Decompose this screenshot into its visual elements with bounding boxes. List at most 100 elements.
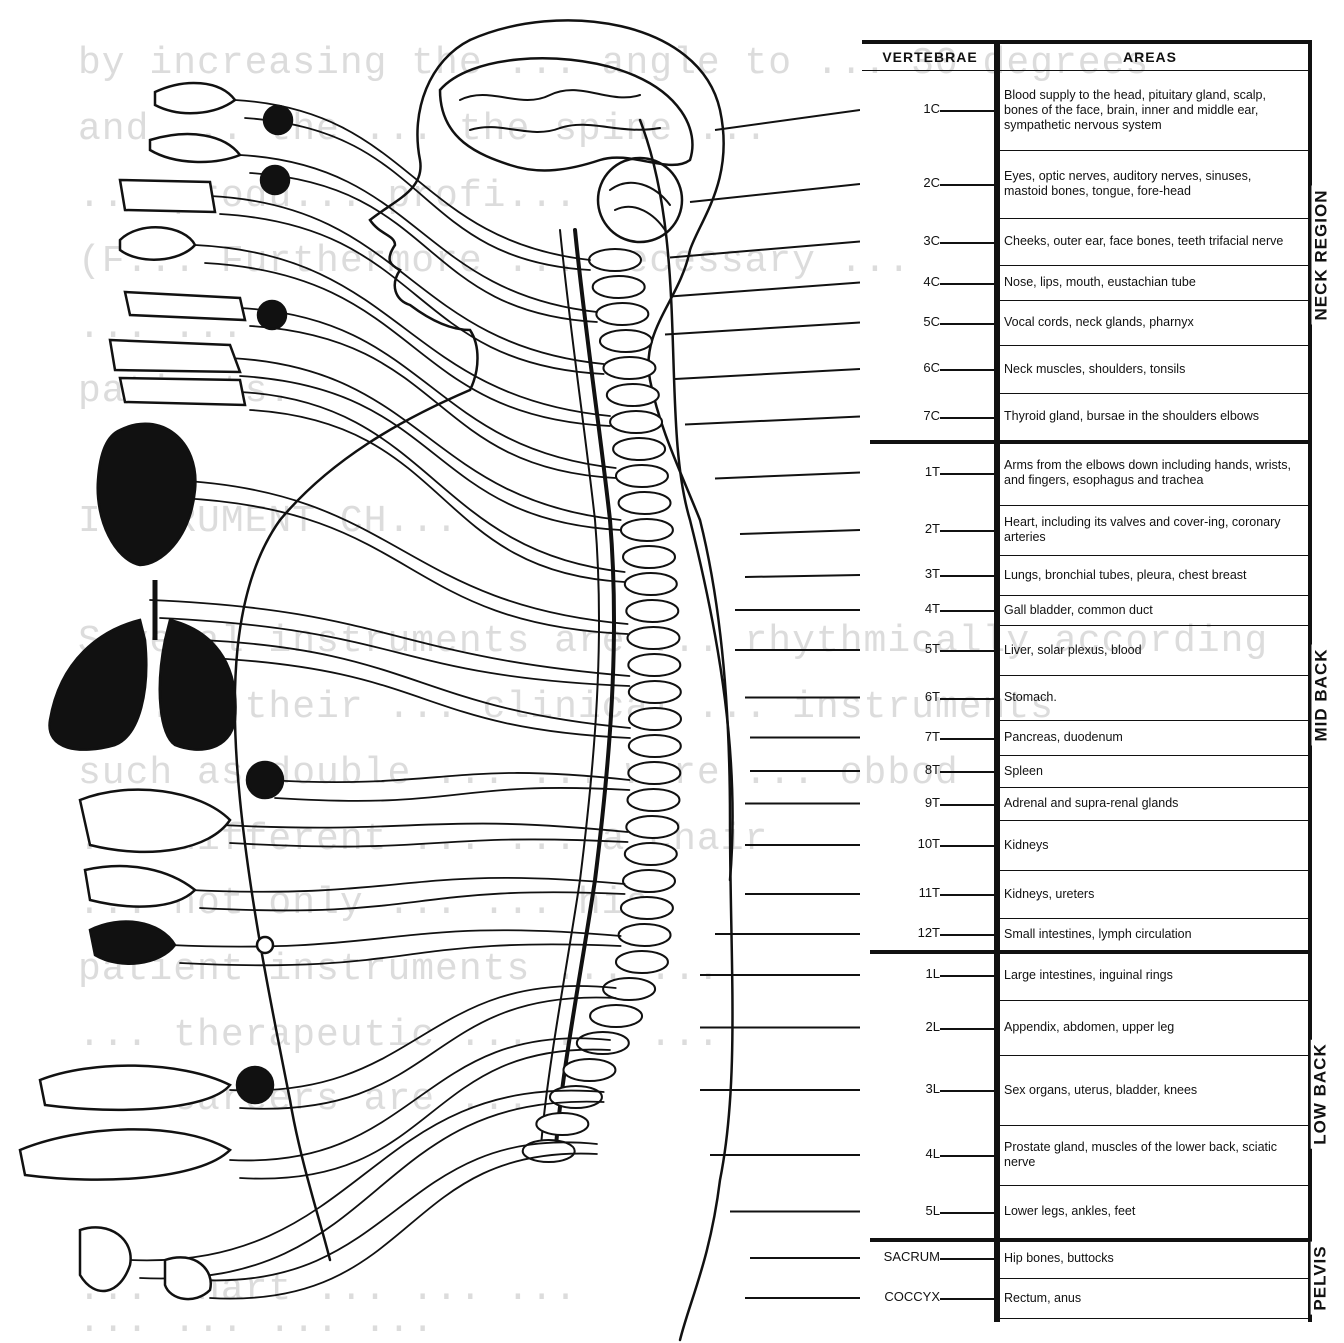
area-cell: Kidneys, ureters [1004, 872, 1300, 916]
table-rule [862, 70, 1310, 71]
area-cell: Blood supply to the head, pituitary glan… [1004, 72, 1300, 148]
area-cell: Neck muscles, shoulders, tonsils [1004, 347, 1300, 391]
area-cell: Vocal cords, neck glands, pharnyx [1004, 302, 1300, 343]
vertebra-label: COCCYX [870, 1289, 940, 1304]
region-label: LOW BACK [1301, 950, 1341, 1238]
vertebra-label: SACRUM [870, 1249, 940, 1264]
row-divider [998, 870, 1310, 871]
vertebra-tick [940, 323, 998, 325]
area-cell: Thyroid gland, bursae in the shoulders e… [1004, 395, 1300, 438]
vertebra-label: 4C [870, 274, 940, 289]
area-cell: Rectum, anus [1004, 1280, 1300, 1316]
vertebra-tick [940, 650, 998, 652]
vertebra-label: 2C [870, 175, 940, 190]
vertebra-label: 11T [870, 885, 940, 900]
vertebra-label: 1C [870, 101, 940, 116]
region-label: MID BACK [1301, 440, 1341, 950]
row-divider [870, 950, 1310, 954]
vertebra-label: 5T [870, 641, 940, 656]
vertebra-tick [940, 804, 998, 806]
vertebra-tick [940, 1155, 998, 1157]
vertebra-label: 7T [870, 729, 940, 744]
vertebra-tick [940, 771, 998, 773]
region-label-text: MID BACK [1311, 645, 1331, 746]
area-cell: Lungs, bronchial tubes, pleura, chest br… [1004, 557, 1300, 593]
vertebra-tick [940, 283, 998, 285]
vertebra-label: 3L [870, 1081, 940, 1096]
vertebra-tick [940, 845, 998, 847]
header-areas: AREAS [998, 44, 1302, 70]
row-divider [998, 720, 1310, 721]
vertebra-tick [940, 184, 998, 186]
vertebra-label: 7C [870, 408, 940, 423]
area-cell: Sex organs, uterus, bladder, knees [1004, 1057, 1300, 1123]
area-cell: Adrenal and supra-renal glands [1004, 789, 1300, 818]
area-cell: Eyes, optic nerves, auditory nerves, sin… [1004, 152, 1300, 216]
region-label: NECK REGION [1301, 70, 1341, 440]
vertebra-tick [940, 934, 998, 936]
vertebra-tick [940, 473, 998, 475]
vertebra-label: 3C [870, 233, 940, 248]
row-divider [998, 787, 1310, 788]
vertebra-label: 2T [870, 521, 940, 536]
vertebra-tick [940, 610, 998, 612]
area-cell: Cheeks, outer ear, face bones, teeth tri… [1004, 220, 1300, 263]
vertebra-label: 10T [870, 836, 940, 851]
row-divider [998, 300, 1310, 301]
area-cell: Pancreas, duodenum [1004, 722, 1300, 753]
area-cell: Stomach. [1004, 677, 1300, 718]
vertebra-tick [940, 242, 998, 244]
vertebra-tick [940, 530, 998, 532]
vertebra-tick [940, 1090, 998, 1092]
vertebra-label: 4L [870, 1146, 940, 1161]
area-cell: Lower legs, ankles, feet [1004, 1187, 1300, 1236]
row-divider [998, 1125, 1310, 1126]
row-divider [998, 393, 1310, 394]
row-divider [870, 1238, 1310, 1242]
area-cell: Gall bladder, common duct [1004, 597, 1300, 623]
table-divider [994, 40, 1000, 1322]
vertebra-label: 1L [870, 966, 940, 981]
vertebra-label: 2L [870, 1019, 940, 1034]
vertebra-label: 12T [870, 925, 940, 940]
row-divider [998, 1278, 1310, 1279]
area-cell: Appendix, abdomen, upper leg [1004, 1002, 1300, 1053]
vertebra-label: 5L [870, 1203, 940, 1218]
row-divider [998, 1055, 1310, 1056]
vertebra-tick [940, 417, 998, 419]
row-divider [998, 150, 1310, 151]
row-divider [998, 625, 1310, 626]
area-cell: Heart, including its valves and cover-in… [1004, 507, 1300, 553]
vertebra-tick [940, 1212, 998, 1214]
vertebra-label: 1T [870, 464, 940, 479]
region-label: PELVIS [1301, 1238, 1341, 1318]
table-rule [998, 1318, 1310, 1319]
vertebra-label: 6C [870, 360, 940, 375]
vertebra-label: 8T [870, 762, 940, 777]
table-rule [862, 40, 1310, 44]
vertebra-tick [940, 894, 998, 896]
area-cell: Arms from the elbows down including hand… [1004, 442, 1300, 503]
vertebra-tick [940, 110, 998, 112]
row-divider [870, 440, 1310, 444]
row-divider [998, 218, 1310, 219]
area-cell: Prostate gland, muscles of the lower bac… [1004, 1127, 1300, 1183]
vertebra-tick [940, 1298, 998, 1300]
vertebra-tick [940, 738, 998, 740]
area-cell: Liver, solar plexus, blood [1004, 627, 1300, 673]
area-cell: Spleen [1004, 757, 1300, 785]
vertebra-tick [940, 575, 998, 577]
row-divider [998, 555, 1310, 556]
vertebra-tick [940, 369, 998, 371]
region-label-text: PELVIS [1311, 1241, 1331, 1314]
vertebra-label: 9T [870, 795, 940, 810]
vertebra-tick [940, 1028, 998, 1030]
row-divider [998, 595, 1310, 596]
area-cell: Kidneys [1004, 822, 1300, 868]
vertebra-label: 6T [870, 689, 940, 704]
region-label-text: NECK REGION [1311, 186, 1331, 325]
area-cell: Large intestines, inguinal rings [1004, 952, 1300, 998]
area-cell: Nose, lips, mouth, eustachian tube [1004, 267, 1300, 298]
area-cell: Hip bones, buttocks [1004, 1240, 1300, 1276]
